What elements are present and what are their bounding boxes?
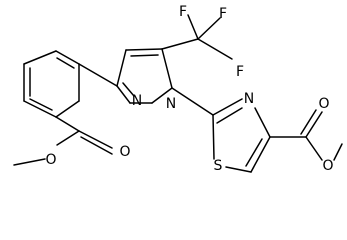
fluorine-atom-label: F [179, 4, 187, 20]
nitrogen-atom-label: N [244, 91, 254, 107]
thiazole-ring [212, 98, 271, 173]
bond-pyrazole-thiazole [171, 87, 214, 116]
right-ester-group [300, 109, 343, 161]
molecule-drawing: F F F N N N S O O O O [13, 4, 343, 174]
oxygen-atom-label: O [45, 152, 56, 168]
oxygen-atom-label: O [119, 144, 130, 160]
benzene-ring [23, 50, 80, 118]
nitrogen-atom-label: N [132, 93, 142, 109]
fluorine-atom-label: F [236, 64, 244, 80]
oxygen-atom-label: O [322, 158, 333, 174]
fluorine-atom-label: F [219, 6, 227, 22]
structure-diagram: F F F N N N S O O O O [13, 4, 343, 174]
atom-labels: F F F N N N S O O O O [45, 4, 333, 174]
oxygen-atom-label: O [318, 96, 329, 112]
sulfur-atom-label: S [214, 158, 223, 174]
pyrazole-ring [116, 48, 173, 104]
bond-aryl-ester [55, 116, 80, 132]
bond-aryl-pyrazole [78, 63, 118, 87]
left-ester-group [13, 130, 113, 166]
trifluoromethyl-group [187, 14, 233, 60]
nitrogen-atom-label: N [166, 96, 176, 112]
bond-pyrazole-cf3 [161, 38, 199, 50]
